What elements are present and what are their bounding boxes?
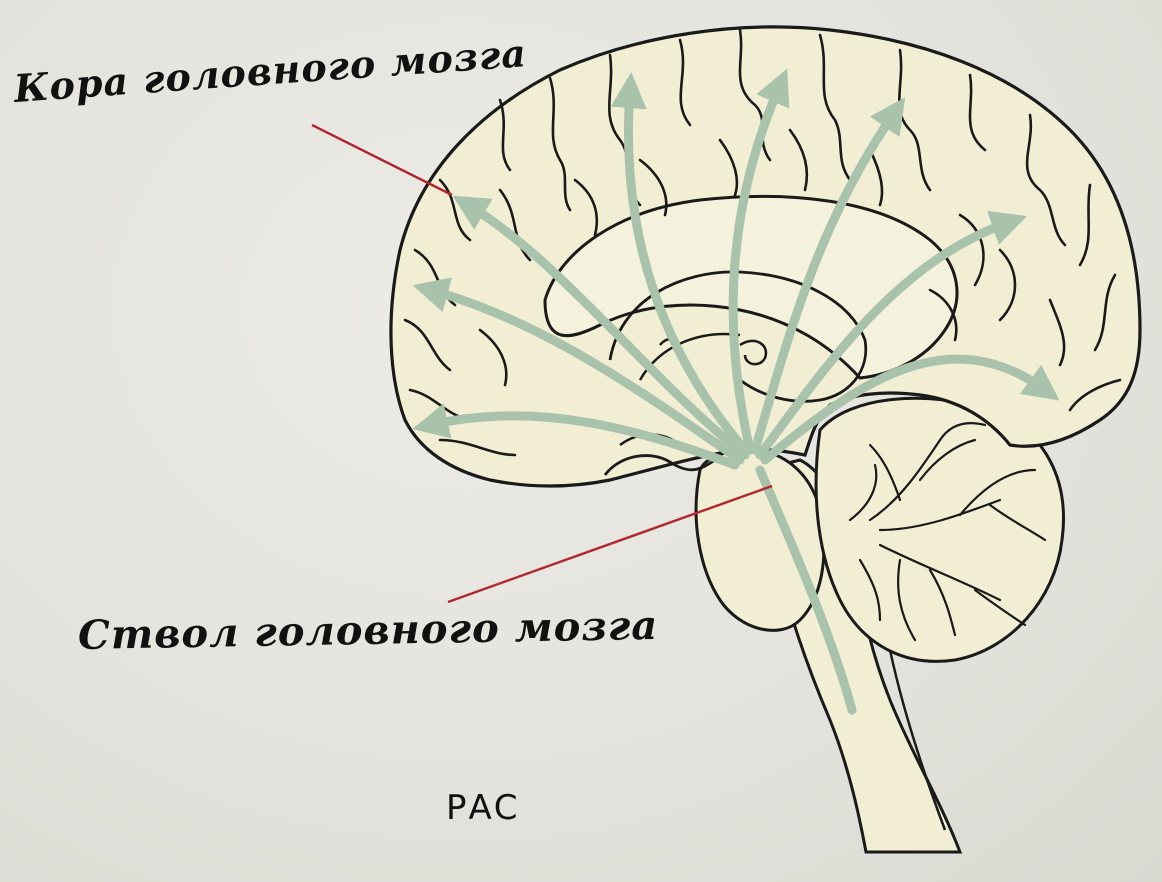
ras-main-trunk — [755, 465, 857, 715]
arrow-superior-2 — [728, 68, 790, 455]
arrow-frontal-upper — [452, 195, 750, 460]
arrow-frontal-lower — [412, 403, 740, 470]
arrow-occipital — [760, 354, 1060, 465]
diagram-caption: РАС — [446, 788, 520, 828]
cerebellum — [814, 396, 1065, 663]
arrow-parietal — [755, 210, 1028, 460]
arrow-superior-3 — [750, 97, 906, 455]
leader-line-cortex — [311, 123, 453, 197]
arrow-superior-1 — [610, 72, 750, 455]
leader-lines — [311, 123, 773, 604]
leader-line-brainstem — [447, 484, 773, 604]
arrow-frontal-mid — [412, 277, 745, 465]
ras-projections — [412, 68, 1060, 715]
